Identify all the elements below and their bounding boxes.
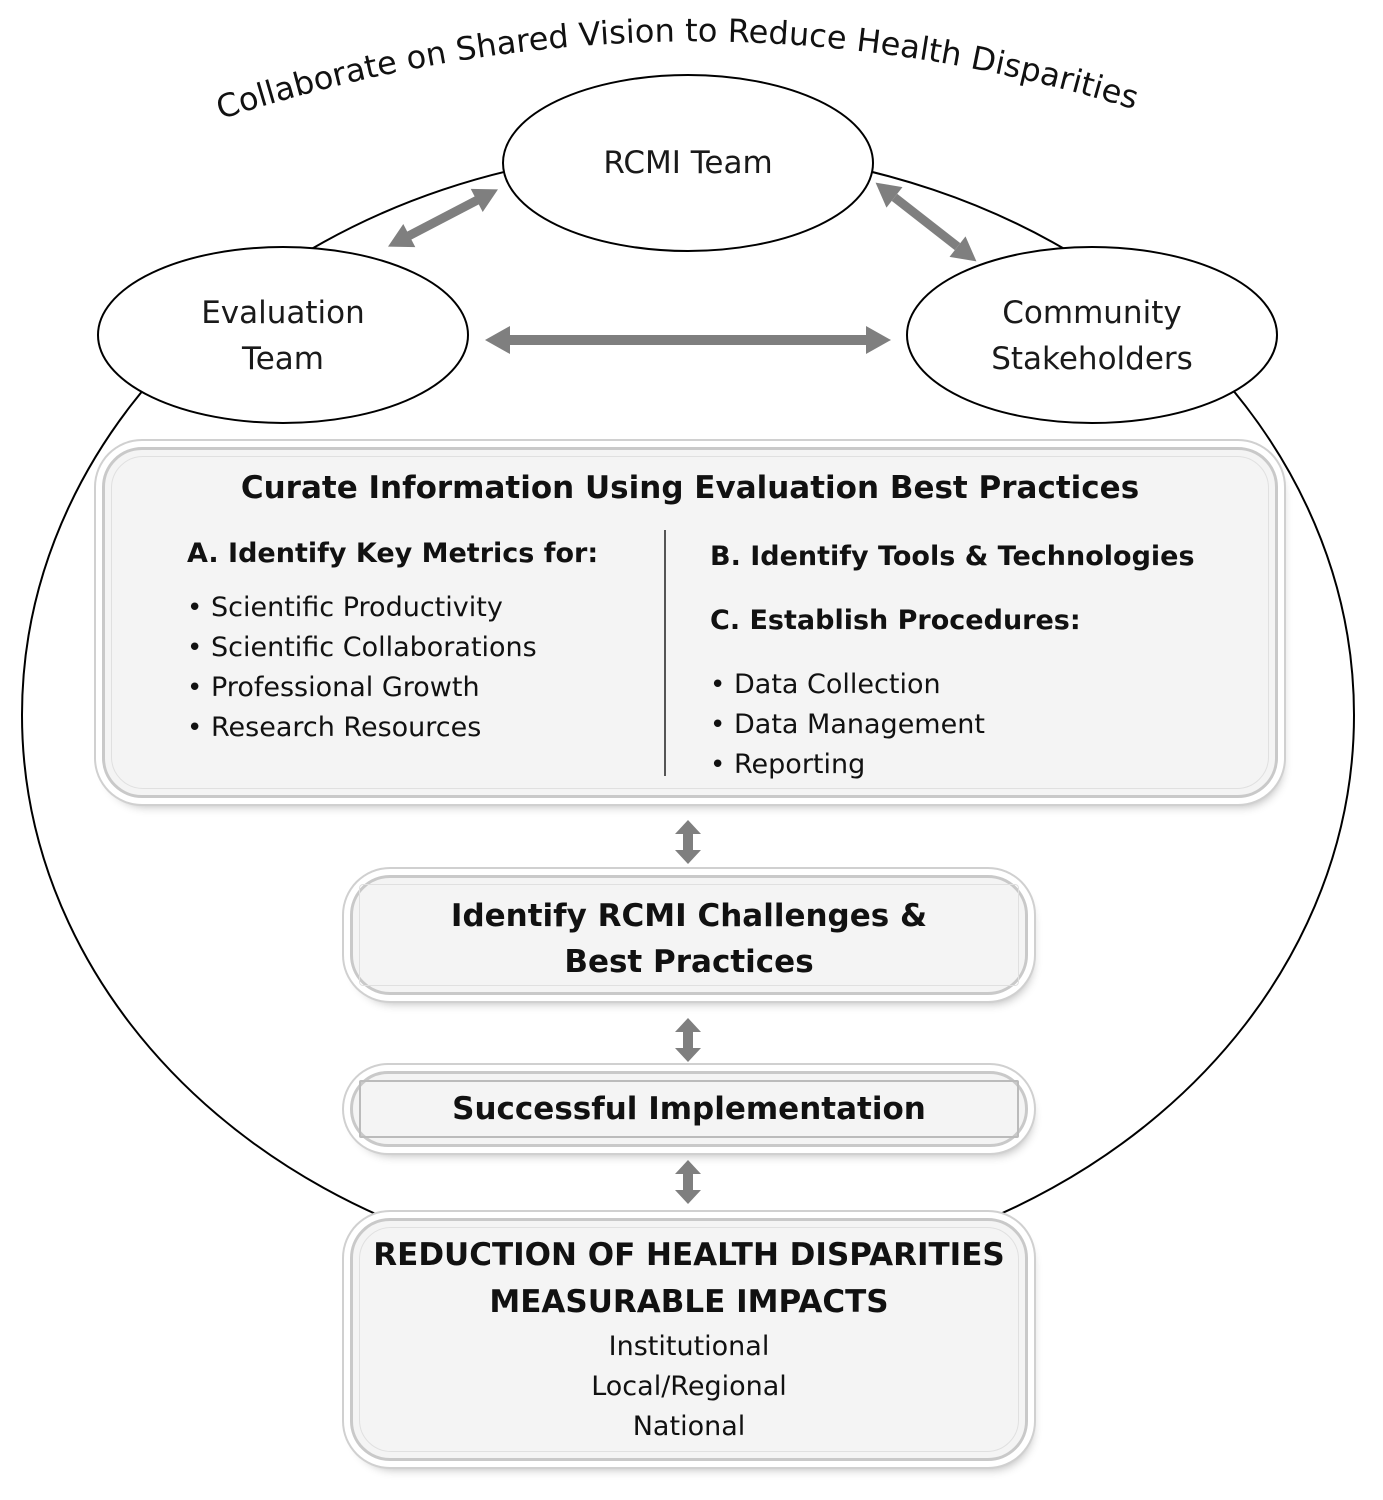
list-item: Data Management xyxy=(710,705,985,745)
evaluation-community-arrow xyxy=(485,326,891,354)
impact-level-institutional: Institutional xyxy=(608,1331,770,1362)
impact-level-local-regional: Local/Regional xyxy=(591,1371,787,1402)
challenges-box: Identify RCMI Challenges & Best Practice… xyxy=(350,875,1028,995)
list-item: Data Collection xyxy=(710,665,985,705)
impact-level-national: National xyxy=(632,1411,746,1442)
curate-challenges-arrow xyxy=(675,820,701,864)
rcmi-community-arrow xyxy=(875,182,977,262)
section-a-heading: A. Identify Key Metrics for: xyxy=(187,538,599,569)
list-item: Reporting xyxy=(710,745,985,785)
list-item: Scientific Collaborations xyxy=(187,628,537,668)
implementation-box: Successful Implementation xyxy=(350,1071,1028,1147)
rcmi-team-label: RCMI Team xyxy=(503,140,873,186)
key-metrics-list: Scientific Productivity Scientific Colla… xyxy=(187,588,537,748)
section-divider xyxy=(664,530,666,776)
list-item: Professional Growth xyxy=(187,668,537,708)
rcmi-team-ellipse xyxy=(502,74,874,252)
section-b-heading: B. Identify Tools & Technologies xyxy=(710,541,1195,572)
reduction-heading-1: REDUCTION OF HEALTH DISPARITIES xyxy=(373,1237,1005,1273)
curate-information-box: Curate Information Using Evaluation Best… xyxy=(102,447,1278,798)
rcmi-evaluation-arrow xyxy=(388,188,498,248)
challenges-line-2: Best Practices xyxy=(564,944,814,980)
reduction-heading-2: MEASURABLE IMPACTS xyxy=(489,1284,889,1320)
evaluation-team-line-2: Team xyxy=(242,341,324,377)
implementation-reduction-arrow xyxy=(675,1160,701,1204)
evaluation-team-ellipse xyxy=(97,246,469,424)
community-stakeholders-label: Community Stakeholders xyxy=(907,290,1277,382)
community-stakeholders-line-1: Community xyxy=(1002,295,1182,331)
challenges-implementation-arrow xyxy=(675,1018,701,1062)
list-item: Scientific Productivity xyxy=(187,588,537,628)
section-c-heading: C. Establish Procedures: xyxy=(710,605,1081,636)
reduction-box: REDUCTION OF HEALTH DISPARITIES MEASURAB… xyxy=(350,1218,1028,1461)
rcmi-team-line: RCMI Team xyxy=(603,145,773,181)
implementation-label: Successful Implementation xyxy=(452,1091,926,1127)
evaluation-team-label: Evaluation Team xyxy=(98,290,468,382)
community-stakeholders-line-2: Stakeholders xyxy=(991,341,1193,377)
curate-title: Curate Information Using Evaluation Best… xyxy=(240,470,1140,506)
list-item: Research Resources xyxy=(187,708,537,748)
challenges-line-1: Identify RCMI Challenges & xyxy=(450,898,928,934)
procedures-list: Data Collection Data Management Reportin… xyxy=(710,665,985,785)
evaluation-team-line-1: Evaluation xyxy=(201,295,365,331)
community-stakeholders-ellipse xyxy=(906,246,1278,424)
